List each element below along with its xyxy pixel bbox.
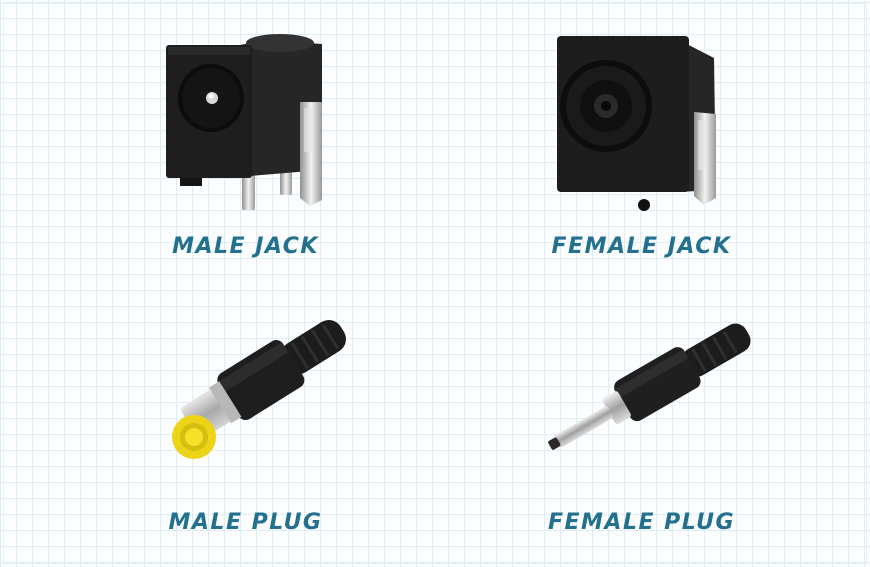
male-dc-jack-icon — [166, 34, 322, 210]
male-plug-panel: MALE PLUG — [28, 283, 463, 566]
female-jack-panel: FEMALE JACK — [424, 0, 859, 283]
male-jack-label: MALE JACK — [172, 234, 319, 259]
female-dc-jack-icon — [557, 36, 716, 211]
female-plug-label: FEMALE PLUG — [547, 510, 736, 535]
male-dc-plug-icon — [172, 320, 346, 459]
female-plug-panel: FEMALE PLUG — [424, 283, 859, 566]
female-dc-plug-icon — [548, 323, 751, 450]
female-jack-label: FEMALE JACK — [551, 234, 732, 259]
male-jack-panel: MALE JACK — [28, 0, 463, 283]
male-plug-label: MALE PLUG — [168, 510, 323, 535]
